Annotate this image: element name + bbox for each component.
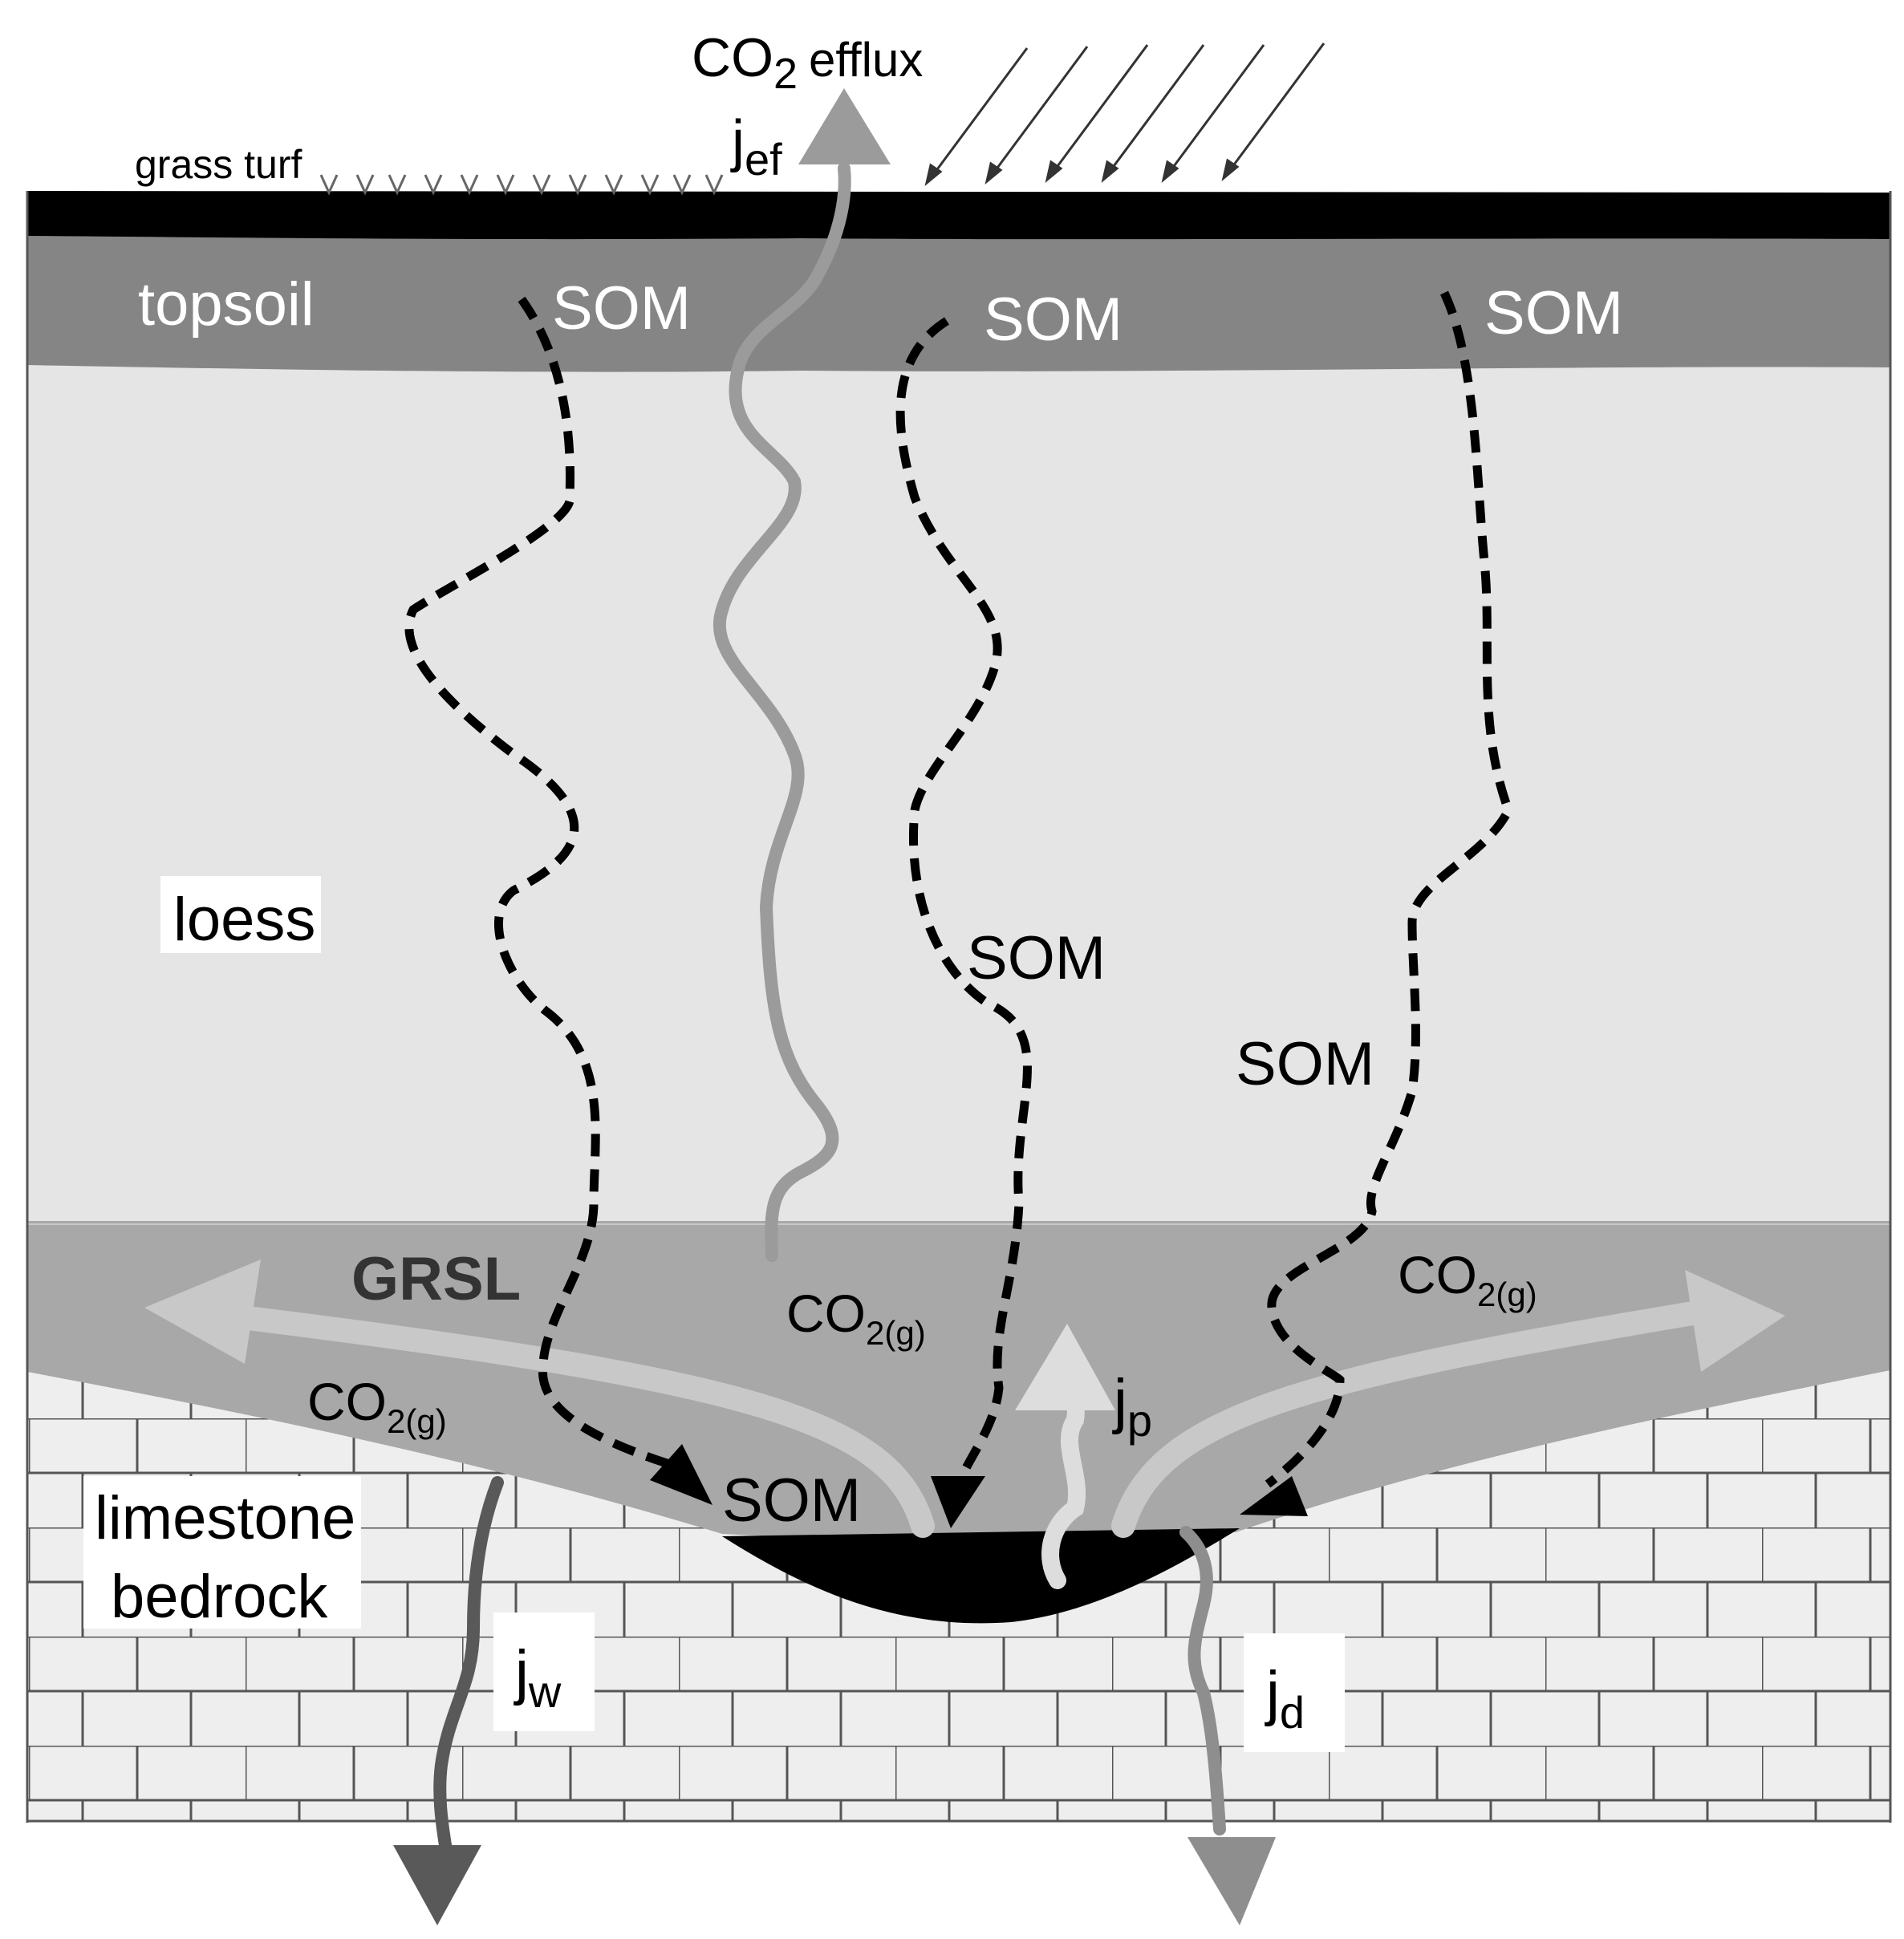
grsl-layer (27, 1221, 1890, 1542)
grass-turf-label: grass turf (135, 142, 302, 187)
limestone-label-box (83, 1476, 361, 1629)
j-d-flux-path (1179, 1526, 1226, 1836)
som-label-loess-center: SOM (967, 924, 1106, 992)
co2-left-arrowhead (144, 1260, 261, 1364)
co2-lateral-flux-arrow (197, 1301, 1705, 1538)
j-p-arrowhead (1015, 1324, 1115, 1410)
som-deposit (722, 1528, 1240, 1624)
som-arrowhead-center (931, 1476, 985, 1528)
j-w-label-box (493, 1612, 595, 1731)
j-w-flux-path (433, 1476, 504, 1852)
loess-layer (27, 353, 1890, 1227)
topsoil-label: topsoil (138, 270, 315, 339)
co2-right-arrowhead (1685, 1270, 1785, 1372)
co2g-label-left: CO2(g) (307, 1372, 447, 1440)
co2-efflux-arrowhead (798, 88, 891, 164)
j-ef-label: jef (730, 109, 782, 185)
co2-efflux-path (712, 162, 851, 1262)
bedrock-label: bedrock (111, 1563, 328, 1631)
som-transport-path (404, 290, 1513, 1488)
loess-label: loess (173, 886, 315, 954)
j-d-label-box (1244, 1633, 1345, 1752)
grass-turf-icon (319, 174, 724, 196)
grsl-label: GRSL (351, 1245, 521, 1313)
topsoil-layer (27, 225, 1890, 372)
j-d-label: jd (1265, 1659, 1305, 1738)
j-w-arrowhead (393, 1845, 481, 1925)
som-arrowhead-right (1240, 1476, 1308, 1516)
j-p-label: jp (1112, 1367, 1152, 1446)
som-label-topsoil-2: SOM (984, 286, 1123, 354)
loess-label-box (160, 876, 321, 953)
som-label-topsoil-3: SOM (1484, 279, 1623, 347)
som-label-grsl: SOM (722, 1466, 861, 1535)
sunlight-arrows-icon (924, 43, 1325, 186)
j-w-label: jw (514, 1638, 562, 1717)
som-arrowhead-left (650, 1444, 712, 1505)
co2g-label-center: CO2(g) (786, 1284, 926, 1352)
limestone-label: limestone (95, 1484, 355, 1552)
j-d-arrowhead (1187, 1837, 1276, 1925)
surface-layer (27, 191, 1890, 240)
co2g-label-right: CO2(g) (1398, 1245, 1537, 1313)
som-label-topsoil-1: SOM (552, 274, 691, 343)
som-label-loess-right: SOM (1236, 1030, 1374, 1098)
